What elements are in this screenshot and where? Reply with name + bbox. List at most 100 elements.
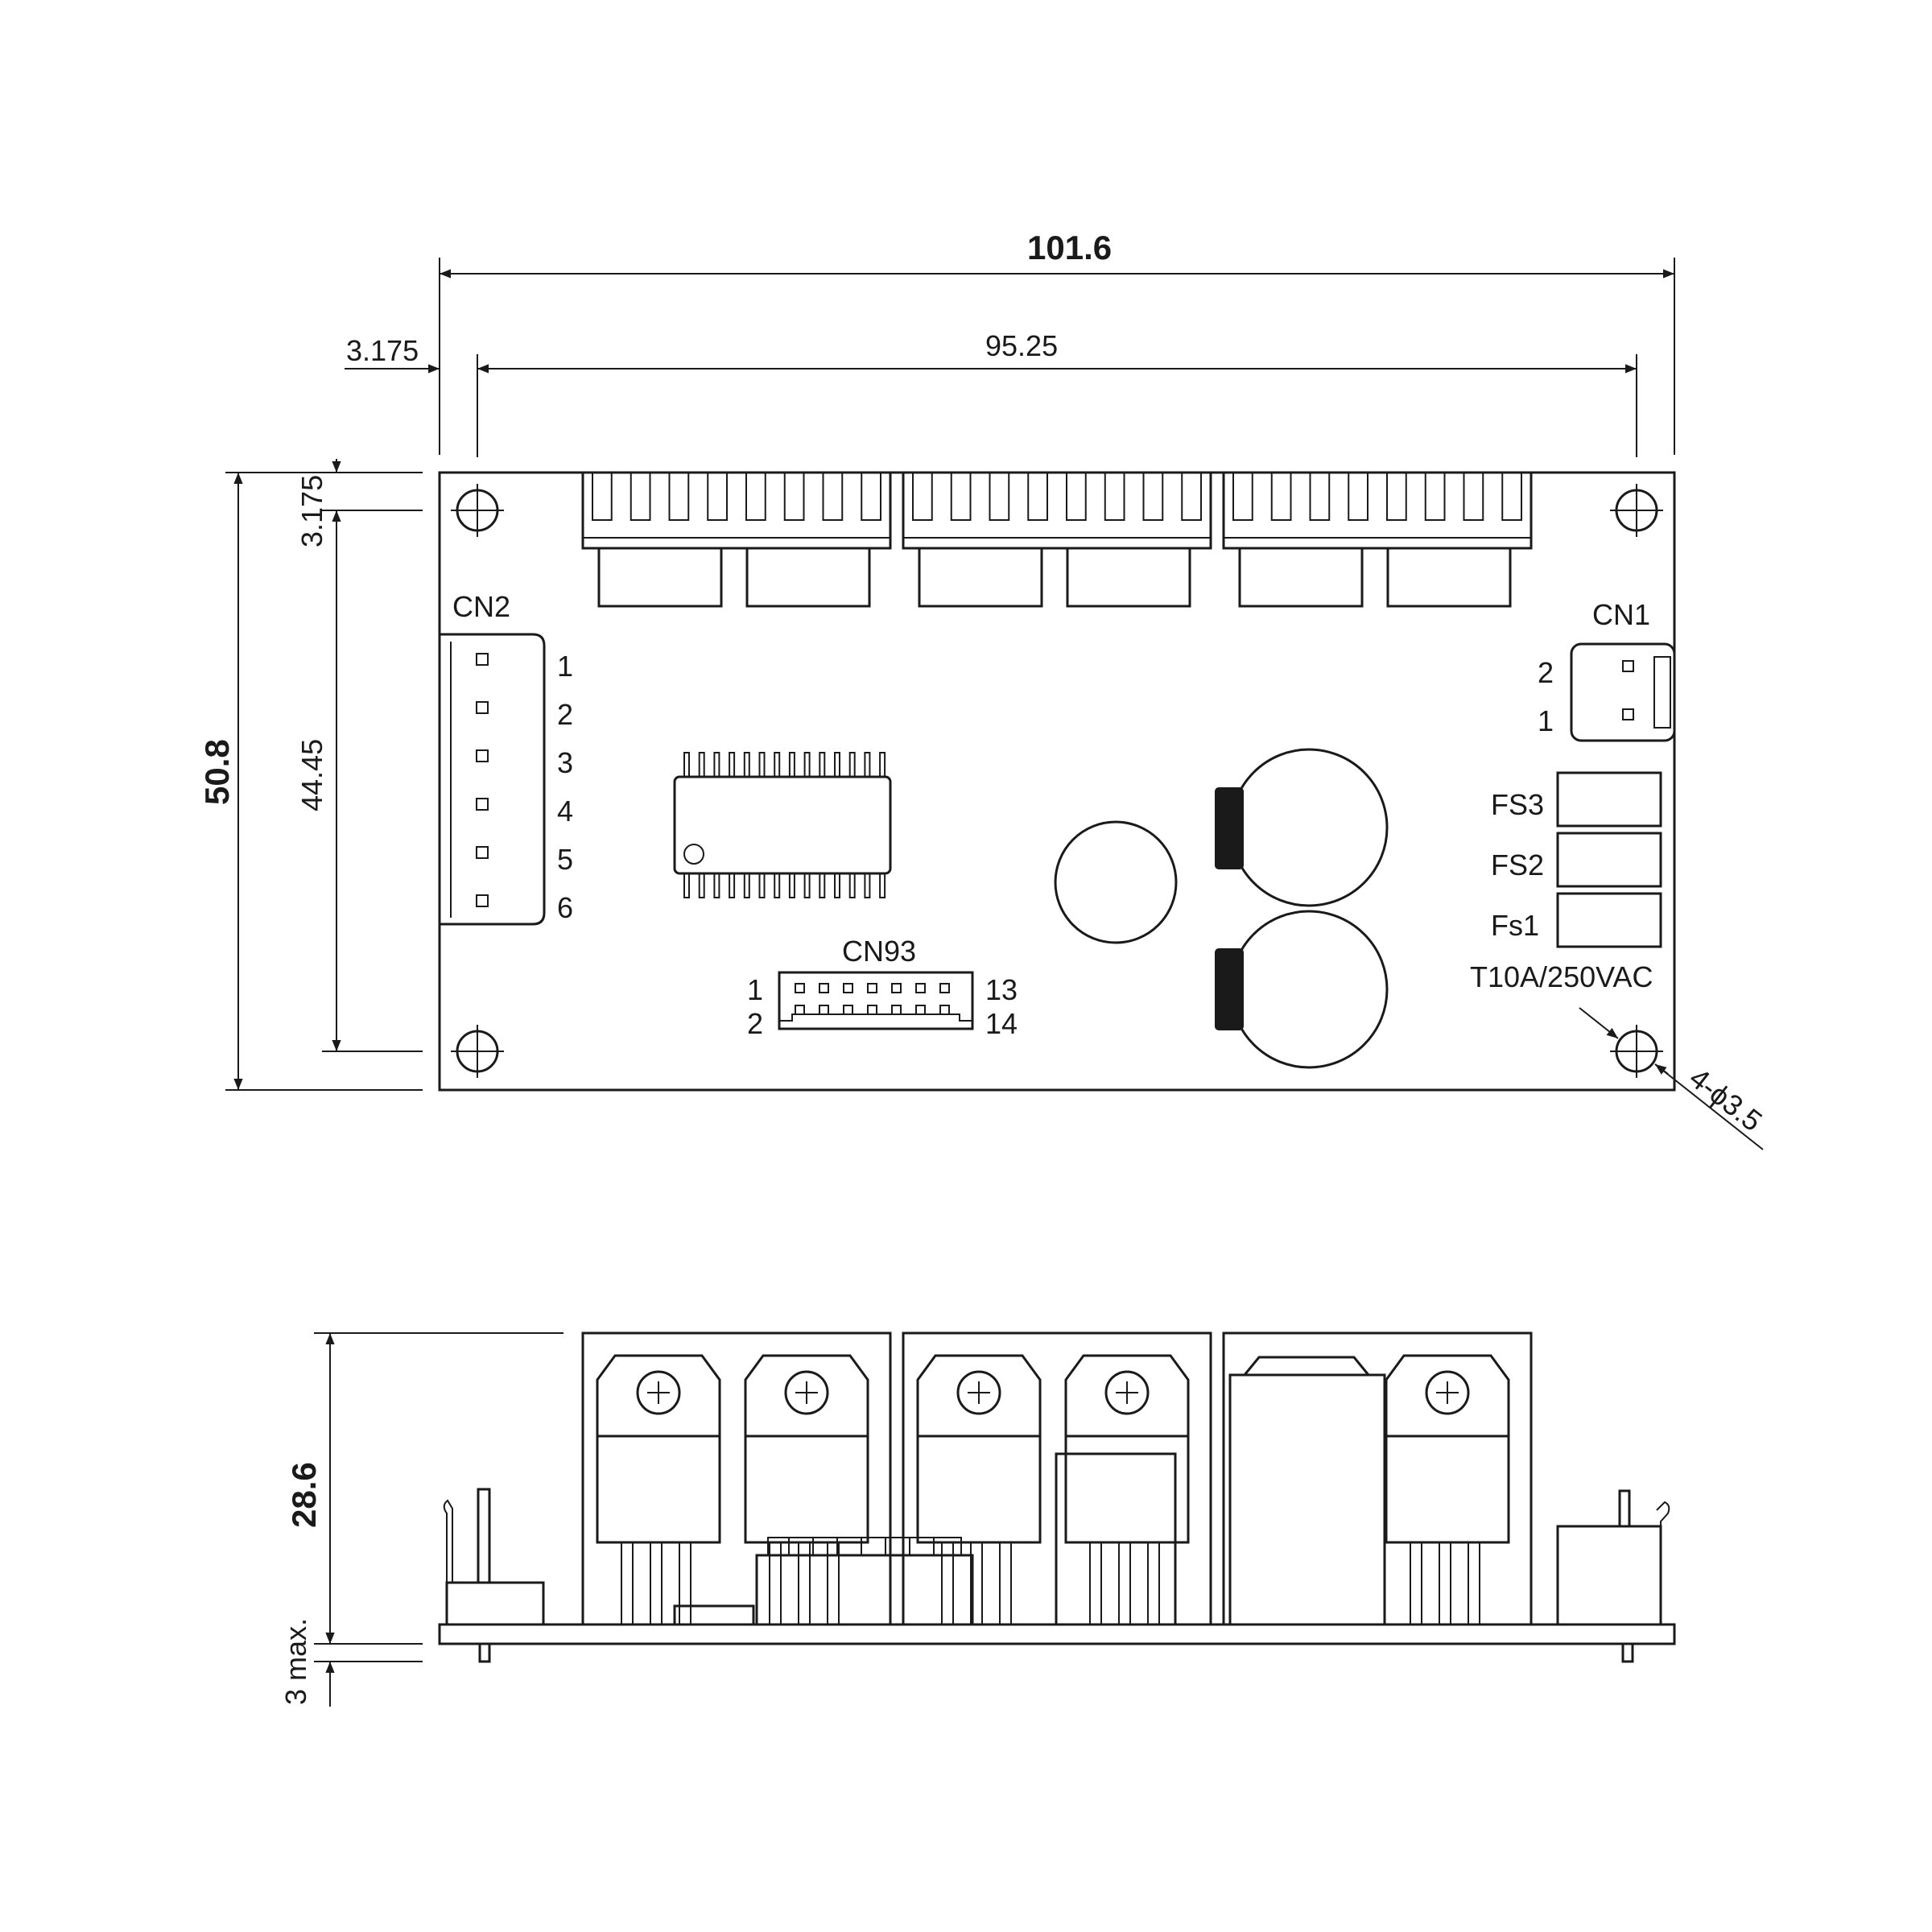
ic-pin [879,752,886,778]
dim-hole-pitch-y-value: 44.45 [295,739,328,811]
ic-pin [788,873,795,898]
cn2-pin-4: 4 [557,795,573,828]
cn2-label: CN2 [452,590,510,623]
cn93-pin-pad [939,1005,950,1015]
ic-pin [758,873,766,898]
cn93-pin-pad [891,983,902,993]
cn2-pin-pad [476,846,489,859]
ic-pin [683,752,690,778]
ic-pin [819,873,826,898]
cn93-pin-14: 14 [985,1007,1018,1040]
ic-pin [698,873,705,898]
cn93-pin-pad [795,983,805,993]
transistor-2 [744,1354,869,1625]
cn1-connector: CN1 2 1 [1538,598,1676,742]
fuse-fs2-label: FS2 [1491,848,1544,881]
ic-pin [698,752,705,778]
ic-pin [743,873,750,898]
capacitor-small [1054,820,1178,944]
dim-side-height-value: 28.6 [285,1462,323,1528]
cn2-pin-2: 2 [557,698,573,731]
ic-pin [729,873,736,898]
dim-overall-height-value: 50.8 [198,739,236,805]
side-board [438,1623,1676,1645]
side-capacitor-large [1228,1356,1386,1626]
hole-callout-text: 4-ϕ3.5 [1683,1061,1769,1137]
cn93-connector: CN93 1 2 13 14 [747,935,1018,1040]
transistor-5 [1385,1354,1510,1625]
ic-pin [834,752,840,778]
ic-pin [743,752,750,778]
cn93-pin-pad [867,983,877,993]
transistor-1 [596,1354,721,1625]
cn2-pin-pad [476,701,489,714]
heatsink-top-2 [902,471,1212,608]
dim-pin-protrusion-value: 3 max. [279,1618,312,1705]
heatsink-top-3 [1222,471,1533,608]
cn93-pin-pad [939,983,950,993]
side-cn1-header [1556,1489,1670,1626]
heatsink-group [581,471,1533,608]
capacitor-large-bottom [1215,910,1389,1069]
cn93-pin-pad [891,1005,902,1015]
cn93-pin-pad [867,1005,877,1015]
cn2-pin-pad [476,798,489,811]
dim-overall-width: 101.6 [439,229,1675,455]
capacitor-large-top [1215,748,1389,907]
fuse-rating: T10A/250VAC [1470,960,1653,993]
mounting-hole-top-left [451,484,504,537]
fuse-fs1-label: Fs1 [1491,909,1539,942]
cn93-pin-pad [819,983,829,993]
ic-pin [713,873,720,898]
cn93-pin-2: 2 [747,1007,763,1040]
dim-hole-pitch-x: 95.25 3.175 [345,329,1637,457]
cn1-pin-2: 2 [1538,656,1554,689]
side-view: 28.6 3 max. [279,1331,1676,1707]
ic-pin [758,752,766,778]
cn2-pin-pad [476,749,489,762]
dim-overall-width-value: 101.6 [1027,229,1112,266]
ic-pin [729,752,736,778]
cn2-pin-6: 6 [557,891,573,924]
ic-pin [774,752,781,778]
side-capacitor-small [1055,1452,1177,1626]
dim-hole-pitch-y: 44.45 3.175 [295,459,423,1052]
cn93-pin-1: 1 [747,973,763,1006]
cn93-pin-pad [915,1005,926,1015]
ic-pin [803,752,811,778]
ic-pin [713,752,720,778]
heatsink-top-1 [581,471,892,608]
transistor-4 [1064,1354,1190,1625]
ic-pin [864,873,871,898]
ic-pin [774,873,781,898]
ic-pin [803,873,811,898]
cn93-pin-pad [819,1005,829,1015]
ic-pin [848,873,856,898]
side-cn93-connector [755,1537,974,1626]
mounting-hole-bottom-left [451,1025,504,1078]
cn1-pin-1: 1 [1538,704,1554,737]
side-ic [673,1604,755,1626]
ic-pin [864,752,871,778]
cn2-pin-pad [476,653,489,666]
cn93-pin-pad [843,983,853,993]
mounting-hole-top-right [1610,484,1663,537]
dim-pin-protrusion: 3 max. [279,1618,423,1707]
cn2-pin-1: 1 [557,650,573,683]
mounting-hole-bottom-right [1610,1025,1663,1078]
ic-pin [879,873,886,898]
cn1-label: CN1 [1592,598,1650,631]
ic-pin [683,873,690,898]
ic-pin [819,752,826,778]
dim-hole-pitch-x-value: 95.25 [985,329,1058,362]
ic-pin [848,752,856,778]
board-outline [438,471,1676,1092]
cn2-pin-pad [476,894,489,907]
cn93-pin-pad [843,1005,853,1015]
side-cn2-header [443,1488,545,1626]
cn93-pin-13: 13 [985,973,1018,1006]
ic-chip [673,752,892,898]
